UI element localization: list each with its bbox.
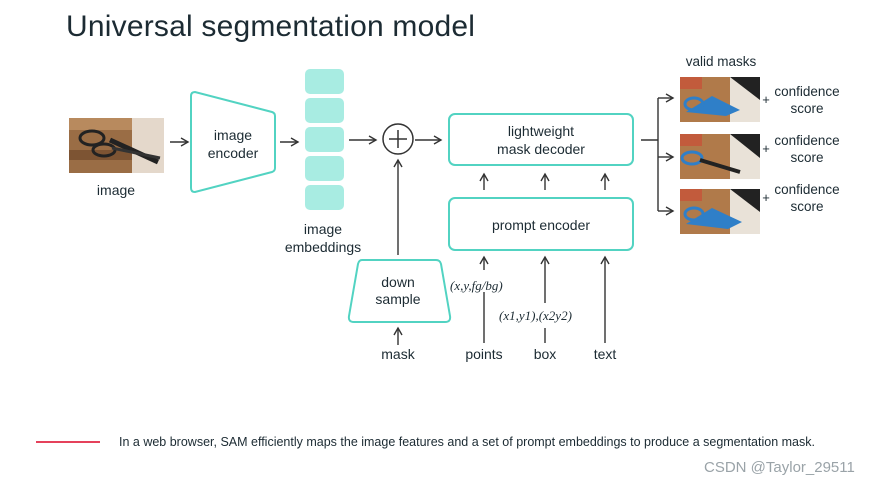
input-image-thumbnail bbox=[69, 118, 164, 173]
down-sample-label-line1: down bbox=[381, 274, 414, 290]
decoder-label-line2: mask decoder bbox=[497, 141, 585, 157]
prompt-encoder-label: prompt encoder bbox=[492, 217, 590, 233]
confidence-label-1: confidence bbox=[774, 84, 839, 99]
score-label-3: score bbox=[790, 199, 823, 214]
mask-decoder-block bbox=[448, 113, 634, 166]
mask-thumbnail-1 bbox=[680, 77, 760, 122]
mask-thumbnail-3 bbox=[680, 189, 760, 234]
confidence-label-2: confidence bbox=[774, 133, 839, 148]
points-label: points bbox=[465, 346, 502, 362]
embeddings-label-line2: embeddings bbox=[285, 239, 361, 255]
plus-1: + bbox=[762, 92, 770, 107]
plus-2: + bbox=[762, 141, 770, 156]
down-sample-label-line2: sample bbox=[375, 291, 420, 307]
sum-operator-icon bbox=[382, 123, 414, 155]
slide-title: Universal segmentation model bbox=[66, 10, 476, 43]
image-label: image bbox=[97, 182, 135, 198]
points-formula: (x,y,fg/bg) bbox=[450, 278, 503, 293]
image-encoder-label-line1: image bbox=[214, 127, 252, 143]
confidence-label-3: confidence bbox=[774, 182, 839, 197]
caption-accent-line bbox=[36, 441, 100, 443]
score-label-1: score bbox=[790, 101, 823, 116]
decoder-label-line1: lightweight bbox=[508, 123, 574, 139]
image-embeddings-stack bbox=[305, 69, 344, 210]
score-label-2: score bbox=[790, 150, 823, 165]
prompt-encoder-block bbox=[448, 197, 634, 251]
box-label: box bbox=[534, 346, 557, 362]
mask-label: mask bbox=[381, 346, 415, 362]
image-encoder-block bbox=[190, 90, 276, 194]
caption-text: In a web browser, SAM efficiently maps t… bbox=[119, 435, 815, 449]
text-label: text bbox=[594, 346, 617, 362]
down-sample-block bbox=[347, 259, 452, 323]
image-encoder-label-line2: encoder bbox=[208, 145, 259, 161]
plus-3: + bbox=[762, 190, 770, 205]
watermark: CSDN @Taylor_29511 bbox=[704, 459, 855, 476]
box-formula: (x1,y1),(x2y2) bbox=[499, 308, 572, 323]
valid-masks-label: valid masks bbox=[686, 54, 757, 69]
mask-thumbnail-2 bbox=[680, 134, 760, 179]
embeddings-label-line1: image bbox=[304, 221, 342, 237]
